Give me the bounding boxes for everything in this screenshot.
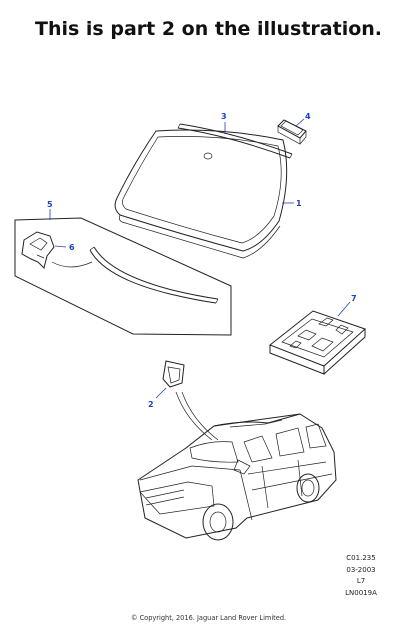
leader-line-7 bbox=[337, 301, 351, 317]
parts-group-outline bbox=[14, 217, 232, 336]
reference-illustration-id: LN0019A bbox=[345, 588, 377, 597]
windscreen-glass bbox=[114, 129, 288, 259]
callout-1: 1 bbox=[296, 199, 302, 208]
callout-2: 2 bbox=[148, 400, 154, 409]
callout-6: 6 bbox=[69, 243, 75, 252]
callout-7: 7 bbox=[351, 294, 357, 303]
callout-5: 5 bbox=[47, 200, 53, 209]
drawing-reference: C01.235 03-2003 L7 LN0019A bbox=[330, 553, 392, 599]
fixing-bracket bbox=[162, 360, 219, 441]
windscreen-lower-finisher bbox=[89, 246, 219, 304]
page-heading: This is part 2 on the illustration. bbox=[34, 18, 383, 40]
windscreen-top-moulding bbox=[177, 123, 293, 159]
reference-code: C01.235 bbox=[346, 554, 376, 562]
reference-date: 03-2003 bbox=[346, 565, 376, 574]
callout-3: 3 bbox=[221, 112, 227, 121]
reference-model: L7 bbox=[356, 577, 366, 586]
mirror-bracket bbox=[277, 119, 307, 145]
leader-line-6 bbox=[54, 245, 67, 248]
vehicle-illustration bbox=[137, 413, 337, 541]
repair-kit-tray bbox=[269, 310, 366, 375]
copyright-notice: © Copyright, 2016. Jaguar Land Rover Lim… bbox=[130, 614, 287, 622]
callout-4: 4 bbox=[305, 112, 311, 121]
leader-line-2 bbox=[155, 387, 167, 399]
leader-line-4 bbox=[295, 118, 305, 127]
retaining-clip bbox=[21, 231, 93, 269]
